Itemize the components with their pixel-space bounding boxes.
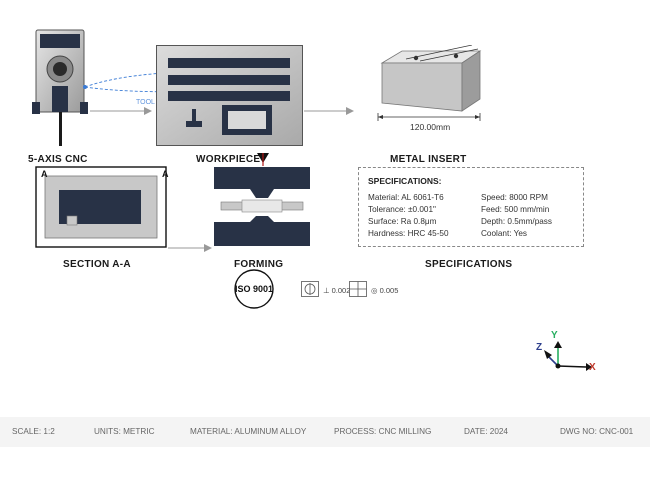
section-label: SECTION A-A: [63, 259, 131, 270]
insert-label: METAL INSERT: [390, 154, 467, 165]
arrow-section-to-forming: [168, 244, 212, 252]
spec-surface: Surface: Ra 0.8μm: [368, 217, 437, 226]
footer-material: MATERIAL: ALUMINUM ALLOY: [190, 427, 307, 436]
footer-dwg: DWG NO: CNC-001: [560, 427, 634, 436]
metal-insert-drawing: [380, 45, 482, 112]
spec-depth: Depth: 0.5mm/pass: [481, 217, 552, 226]
section-marker-left: A: [41, 169, 48, 179]
arrow-workpiece-to-insert: [304, 107, 354, 115]
spec-speed: Speed: 8000 RPM: [481, 193, 548, 202]
spec-tolerance: Tolerance: ±0.001": [368, 205, 436, 214]
footer-units: UNITS: METRIC: [94, 427, 155, 436]
section-aa-drawing: [35, 166, 167, 248]
cnc-machine-drawing: [32, 29, 88, 146]
workpiece-label: WORKPIECE: [196, 154, 261, 165]
axis-z-label: Z: [536, 342, 543, 353]
footer-process: PROCESS: CNC MILLING: [334, 427, 432, 436]
title-block: SCALE: 1:2 UNITS: METRIC MATERIAL: ALUMI…: [0, 417, 650, 447]
iso-stamp-label: ISO 9001: [235, 284, 274, 294]
perpendicularity-tolerance: ⊥ 0.002: [323, 286, 351, 295]
axis-x-label: X: [589, 362, 596, 373]
dimension-label: 120.00mm: [410, 122, 451, 132]
cnc-label: 5-AXIS CNC: [28, 154, 88, 165]
tool-path-label: TOOL PATH: [136, 99, 175, 106]
forming-label: FORMING: [234, 259, 284, 270]
spec-hardness: Hardness: HRC 45-50: [368, 229, 449, 238]
concentricity-tolerance: ◎ 0.005: [371, 286, 399, 295]
workpiece-drawing: [156, 45, 303, 146]
axis-triad-icon: [544, 341, 592, 371]
forming-press-drawing: [214, 167, 310, 246]
section-marker-right: A: [162, 169, 169, 179]
dimension-line: [377, 113, 481, 121]
footer-date: DATE: 2024: [464, 427, 508, 436]
spec-feed: Feed: 500 mm/min: [481, 205, 550, 214]
position-frame-icon: [349, 281, 367, 297]
flatness-frame-icon: [301, 281, 319, 297]
footer-scale: SCALE: 1:2: [12, 427, 55, 436]
arrow-cnc-to-workpiece: [90, 107, 152, 115]
iso-stamp-icon: [234, 269, 274, 309]
section-marker-icon: [257, 153, 269, 166]
spec-title: SPECIFICATIONS:: [368, 176, 442, 186]
specifications-panel: SPECIFICATIONS: Material: AL 6061-T6 Tol…: [358, 167, 584, 247]
spec-coolant: Coolant: Yes: [481, 229, 527, 238]
specifications-label: SPECIFICATIONS: [425, 259, 513, 270]
spec-material: Material: AL 6061-T6: [368, 193, 444, 202]
axis-y-label: Y: [551, 330, 558, 341]
